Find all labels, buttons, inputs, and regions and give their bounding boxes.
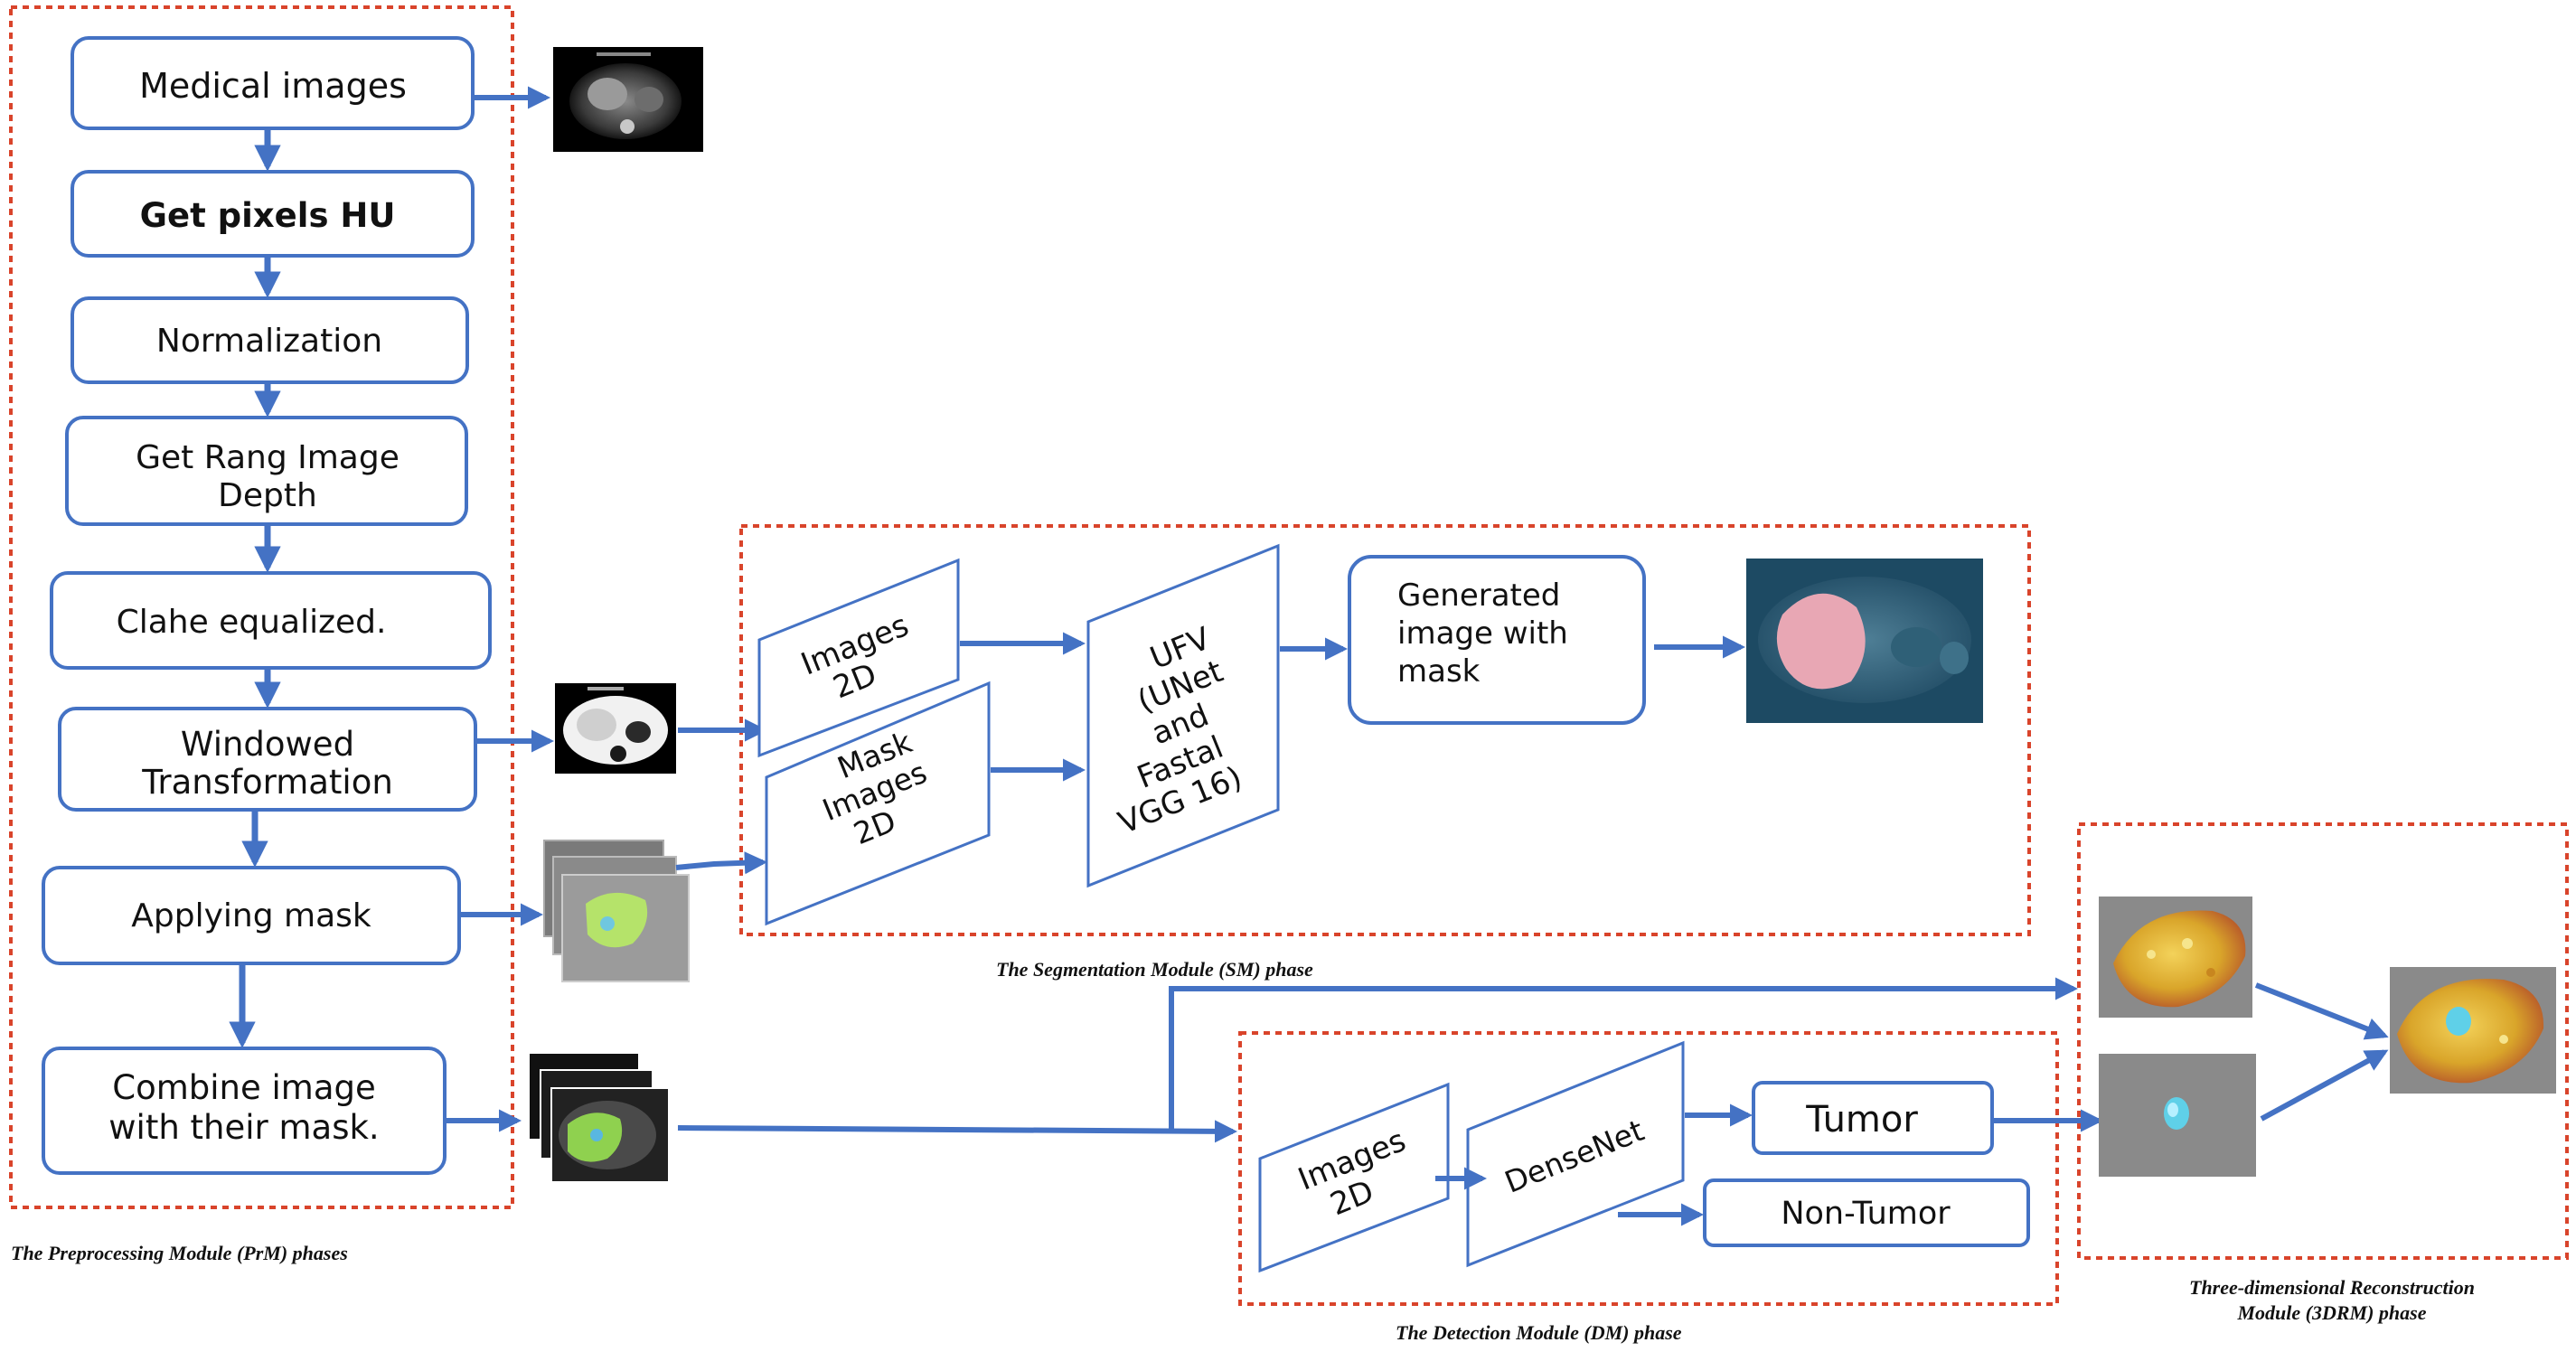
- step-medical-images: Medical images: [71, 36, 475, 130]
- step-label-line2: Depth: [218, 477, 317, 514]
- densenet-block: DenseNet: [1466, 1040, 1685, 1268]
- liver-3d-render: [2099, 897, 2252, 1018]
- ct-scan-thumbnail: [553, 47, 703, 152]
- non-tumor-result-box: Non-Tumor: [1703, 1178, 2030, 1247]
- step-combine-image: Combine image with their mask.: [42, 1047, 447, 1175]
- mask-stack-thumbnail: [543, 840, 690, 982]
- step-label-line1: Get Rang Image: [136, 439, 400, 476]
- output-label-line3: mask: [1397, 653, 1481, 690]
- tumor-3d-render: [2099, 1054, 2256, 1177]
- det-images-2d-block: Images 2D: [1258, 1082, 1450, 1273]
- step-label-line2: Transformation: [141, 763, 393, 802]
- reconstruction-phase-frame: [2077, 822, 2569, 1260]
- thumbnail-arrows: [447, 86, 768, 1132]
- step-get-pixels-hu: Get pixels HU: [71, 170, 475, 258]
- seg-mask-images-2d-block: Mask Images 2D: [765, 681, 991, 926]
- generated-image-with-mask-box: Generated image with mask: [1348, 555, 1646, 725]
- preprocessing-caption: The Preprocessing Module (PrM) phases: [11, 1242, 348, 1264]
- non-tumor-label: Non-Tumor: [1781, 1196, 1951, 1232]
- step-label-line1: Windowed: [181, 725, 354, 764]
- step-label: Applying mask: [131, 897, 371, 934]
- reconstruction-arrows: [2254, 982, 2389, 1122]
- tumor-label: Tumor: [1805, 1099, 1918, 1141]
- step-label-line1: Combine image: [112, 1068, 376, 1107]
- liver-with-tumor-3d-render: [2390, 967, 2556, 1094]
- reconstruction-caption-line1: Three-dimensional Reconstruction: [2189, 1276, 2475, 1299]
- tumor-result-box: Tumor: [1752, 1081, 1994, 1155]
- combined-stack-thumbnail: [530, 1054, 670, 1183]
- detection-phase-frame: [1238, 1031, 2059, 1306]
- output-label-line1: Generated: [1397, 577, 1560, 614]
- reconstruction-caption-line2: Module (3DRM) phase: [2236, 1301, 2426, 1324]
- step-label: Normalization: [156, 323, 382, 360]
- lower-flow-arrows: [677, 977, 2079, 1143]
- step-applying-mask: Applying mask: [42, 866, 461, 965]
- step-label: Medical images: [139, 66, 407, 106]
- segmentation-arrows: [960, 632, 1746, 782]
- step-label-line2: with their mask.: [108, 1108, 379, 1147]
- preprocessing-flow-arrows: [229, 130, 281, 1048]
- detection-caption: The Detection Module (DM) phase: [1396, 1321, 1682, 1344]
- step-label: Clahe equalized.: [117, 604, 387, 641]
- segmented-liver-thumbnail: [1746, 559, 1983, 723]
- seg-images-2d-block: Images 2D: [757, 558, 960, 758]
- segmentation-caption: The Segmentation Module (SM) phase: [996, 958, 1313, 981]
- ufv-model-block: UFV (UNet and Fastal VGG 16): [1086, 543, 1280, 888]
- step-windowed-transformation: Windowed Transformation: [58, 707, 477, 812]
- step-clahe-equalized: Clahe equalized.: [50, 571, 492, 670]
- preprocessing-phase-frame: [9, 5, 514, 1209]
- detection-arrows: [1435, 1103, 2104, 1226]
- step-range-image-depth: Get Rang Image Depth: [65, 416, 468, 526]
- output-label-line2: image with: [1397, 615, 1568, 652]
- step-normalization: Normalization: [71, 296, 469, 384]
- windowed-ct-thumbnail: [555, 683, 676, 774]
- step-label: Get pixels HU: [140, 196, 396, 235]
